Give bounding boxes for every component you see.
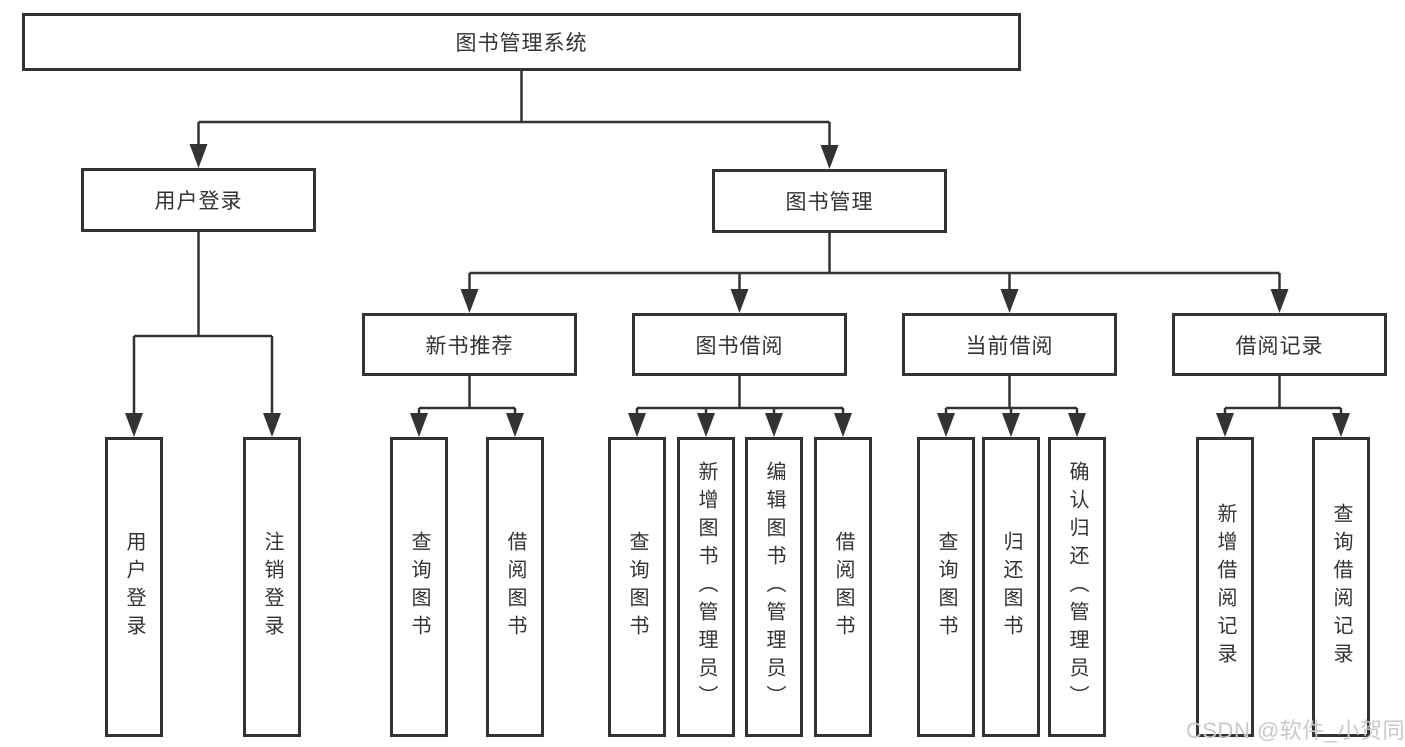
node-label: 借阅图书 [504,531,526,643]
leaf-borrowing-query-books: 查询图书 [608,437,666,737]
leaf-recommend-query-books: 查询图书 [390,437,448,737]
node-book-management: 图书管理 [712,169,947,233]
leaf-current-return-books: 归还图书 [982,437,1040,737]
node-label: 新增借阅记录 [1214,503,1236,671]
leaf-current-confirm-return-admin: 确认归还（管理员） [1048,437,1106,737]
node-label: 查询图书 [935,531,957,643]
leaf-borrowing-edit-books-admin: 编辑图书（管理员） [745,437,803,737]
leaf-borrowing-add-books-admin: 新增图书（管理员） [677,437,735,737]
node-label: 图书管理 [785,191,874,214]
node-label: 归还图书 [1000,531,1022,643]
leaf-records-add-record: 新增借阅记录 [1196,437,1254,737]
node-label: 图书管理系统 [455,32,588,55]
leaf-logout: 注销登录 [243,437,301,737]
arrowheads [125,144,1350,437]
node-label: 借阅图书 [832,531,854,643]
node-user-login: 用户登录 [81,168,316,232]
csdn-watermark: CSDN @软件_小贺同学 [1186,718,1405,743]
node-new-book-recommendation: 新书推荐 [362,313,577,376]
node-label: 查询图书 [408,531,430,643]
node-label: 确认归还（管理员） [1066,461,1088,713]
leaf-recommend-borrow-books: 借阅图书 [486,437,544,737]
node-label: 编辑图书（管理员） [763,461,785,713]
node-label: 用户登录 [154,190,243,213]
node-label: 借阅记录 [1235,334,1324,358]
node-label: 查询图书 [626,531,648,643]
node-current-borrowing: 当前借阅 [902,313,1117,376]
node-label: 新书推荐 [425,334,514,358]
node-label: 新增图书（管理员） [695,461,717,713]
node-label: 查询借阅记录 [1330,503,1352,671]
node-label: 用户登录 [123,531,145,643]
node-book-borrowing: 图书借阅 [632,313,847,376]
leaf-user-login: 用户登录 [105,437,163,737]
node-label: 当前借阅 [965,334,1054,358]
node-library-management-system: 图书管理系统 [22,13,1021,71]
node-label: 注销登录 [261,531,283,643]
node-label: 图书借阅 [695,334,784,358]
node-borrowing-records: 借阅记录 [1172,313,1387,376]
leaf-borrowing-borrow-books: 借阅图书 [814,437,872,737]
leaf-records-query-record: 查询借阅记录 [1312,437,1370,737]
leaf-current-query-books: 查询图书 [917,437,975,737]
